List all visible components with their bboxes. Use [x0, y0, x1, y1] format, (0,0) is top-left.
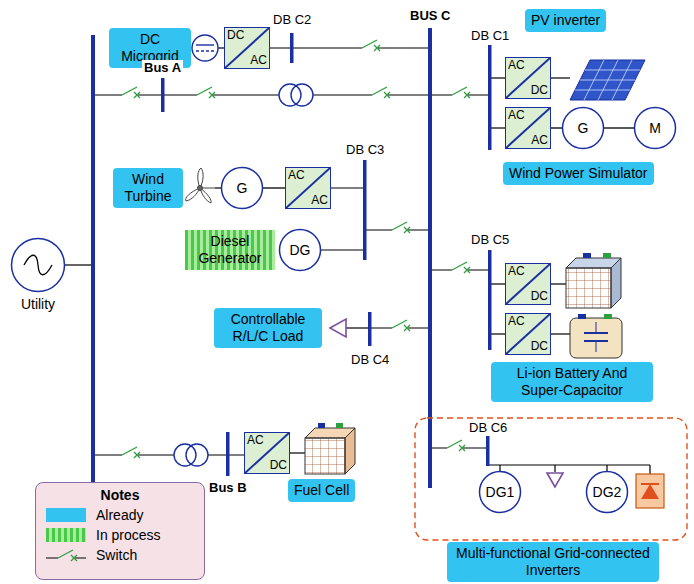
converter-type: AC [508, 265, 548, 278]
bus-label: BUS C [408, 8, 452, 23]
wires [65, 48, 650, 474]
source-name: Utility [21, 296, 55, 312]
label-box: Multi-functional Grid-connected Inverter… [447, 542, 659, 582]
machine-circle: DG2 [586, 471, 628, 513]
machine-name: DG [290, 242, 311, 258]
converter-type: AC [288, 194, 328, 207]
dc-microgrid-icon [192, 35, 218, 61]
bus-label: Bus B [207, 480, 249, 495]
converter-box: AC AC [505, 107, 551, 149]
legend-row: In process [46, 527, 194, 543]
converter-type: AC [288, 169, 328, 182]
diode-box [636, 474, 664, 508]
box-label: Wind Power Simulator [509, 165, 648, 181]
legend-swatch [46, 508, 86, 522]
converter-type: AC [508, 109, 548, 122]
distribution-board-label: DB C5 [469, 232, 511, 247]
load-symbol [330, 319, 346, 337]
converter-type: AC [247, 434, 287, 447]
legend-switch [46, 548, 86, 562]
label-box: Wind Turbine [113, 168, 183, 208]
distribution-board-label: DB C4 [349, 352, 391, 367]
label-box: PV inverter [525, 9, 606, 32]
dashed-group [415, 418, 687, 540]
machine-name: G [237, 180, 248, 196]
box-label: Controllable R/L/C Load [231, 311, 306, 344]
converter-type: AC [508, 315, 548, 328]
notes-heading: Notes [46, 487, 194, 503]
connector-wire [604, 127, 634, 128]
wind-turbine-icon [186, 168, 215, 203]
converter-type: DC [508, 340, 548, 353]
converter-type: DC [508, 84, 548, 97]
converter-box: AC DC [505, 57, 551, 99]
legend-row: Already [46, 507, 194, 523]
connector-wire [263, 187, 285, 188]
distribution-board-label: DB C3 [344, 142, 386, 157]
label-box: Fuel Cell [288, 479, 355, 502]
machine-name: DG2 [593, 484, 622, 500]
machine-circle: M [634, 107, 676, 149]
machine-circle: G [562, 107, 604, 149]
converter-type: DC [508, 290, 548, 303]
converter-type: DC [247, 459, 287, 472]
switches [122, 40, 470, 458]
box-label: PV inverter [531, 12, 600, 28]
machine-circle: G [221, 167, 263, 209]
converter-box: AC DC [244, 432, 290, 474]
label-box: Wind Power Simulator [503, 162, 654, 185]
machine-name: DG1 [486, 484, 515, 500]
box-label: Multi-functional Grid-connected Inverter… [456, 545, 650, 578]
distribution-board-label: DB C6 [467, 420, 509, 435]
label-box: Li-ion Battery And Super-Capacitor [491, 362, 653, 402]
supercapacitor-icon [570, 314, 622, 358]
fuel-cell-icon [305, 423, 355, 474]
converter-type: AC [508, 59, 548, 72]
converter-type: DC [227, 29, 267, 42]
circle-outline [10, 237, 66, 293]
distribution-board-label: DB C2 [271, 12, 313, 27]
bus-bars [91, 28, 492, 495]
load-symbol [547, 473, 563, 487]
connector-wire [551, 127, 562, 128]
converter-type: AC [508, 134, 548, 147]
box-label: Wind Turbine [125, 171, 172, 204]
converter-box: DC AC [224, 27, 270, 69]
box-label: Li-ion Battery And Super-Capacitor [517, 365, 628, 398]
machine-name: G [578, 120, 589, 136]
distribution-board-label: DB C1 [469, 28, 511, 43]
transformers [174, 84, 313, 466]
legend-row: Switch [46, 547, 194, 563]
machine-circle: DG [279, 229, 321, 271]
legend-text: Already [96, 507, 143, 523]
notes-box: NotesAlready In processSwitch [35, 482, 205, 580]
legend-text: Switch [96, 547, 137, 563]
utility-source: Utility [3, 238, 73, 312]
legend-hatch [46, 528, 86, 542]
label-box: Controllable R/L/C Load [214, 308, 322, 348]
machine-circle: DG1 [479, 471, 521, 513]
converter-box: AC AC [285, 167, 331, 209]
box-label: Fuel Cell [294, 482, 349, 498]
converter-type: AC [227, 54, 267, 67]
machine-name: M [649, 120, 661, 136]
battery-icon [566, 253, 621, 308]
label-box: Diesel Generator [185, 230, 275, 270]
bus-label: Bus A [142, 60, 183, 75]
box-label: Diesel Generator [198, 233, 261, 266]
pv-panel [570, 60, 645, 100]
legend-text: In process [96, 527, 161, 543]
converter-box: AC DC [505, 313, 551, 355]
converter-box: AC DC [505, 263, 551, 305]
